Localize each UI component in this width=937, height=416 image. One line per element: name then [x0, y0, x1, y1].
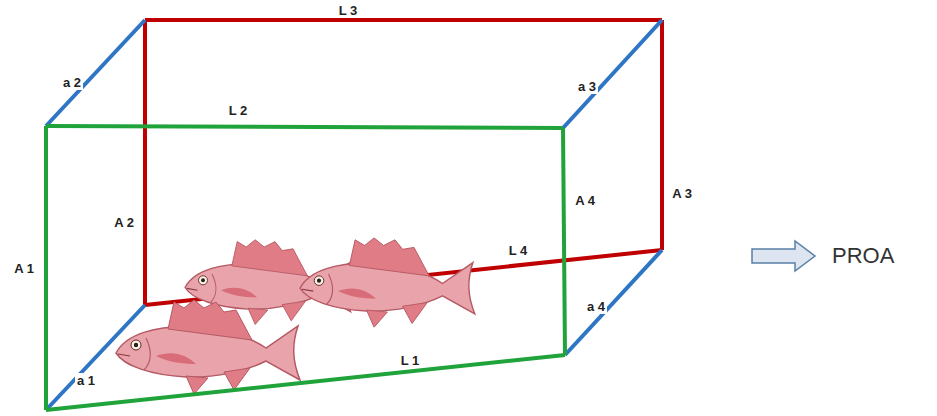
width-label: a 3 — [576, 79, 598, 94]
length-label: L 3 — [337, 3, 360, 18]
height-label: A 2 — [112, 215, 136, 230]
direction-arrow — [752, 241, 815, 271]
width-label: a 4 — [585, 299, 607, 314]
front-face — [46, 126, 565, 410]
height-label: A 3 — [670, 186, 694, 201]
length-label: L 1 — [399, 353, 422, 368]
width-label: a 2 — [61, 75, 83, 90]
height-label: A 4 — [573, 193, 597, 208]
height-label: A 1 — [12, 261, 36, 276]
bow-label: PROA — [830, 244, 896, 268]
length-label: L 4 — [507, 243, 530, 258]
length-label: L 2 — [227, 103, 250, 118]
width-label: a 1 — [75, 373, 97, 388]
depth-edges — [46, 20, 662, 410]
